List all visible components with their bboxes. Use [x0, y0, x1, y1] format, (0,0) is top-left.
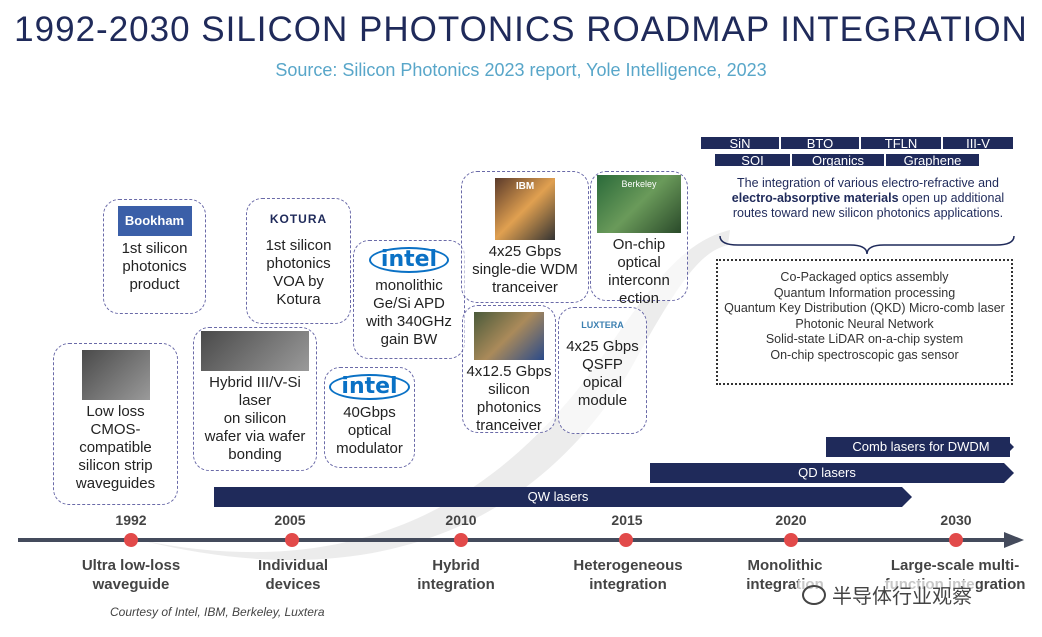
timeline-dot-2005	[285, 533, 299, 547]
milestone-text: On-chip optical interconn ection	[608, 236, 670, 307]
milestone-text: 1st silicon photonics VOA by Kotura	[265, 237, 332, 308]
luxtera-logo: LUXTERA	[581, 320, 624, 330]
comb-lasers-bar: Comb lasers for DWDM	[826, 437, 1010, 457]
integration-description: The integration of various electro-refra…	[731, 176, 1005, 220]
intel-logo: intel	[325, 374, 414, 400]
application-item: Quantum Information processing	[773, 285, 956, 300]
page-subtitle: Source: Silicon Photonics 2023 report, Y…	[275, 60, 767, 80]
milestone-waveguides: Low loss CMOS- compatible silicon strip …	[53, 343, 178, 505]
qd-lasers-bar: QD lasers	[650, 463, 1004, 483]
kotura-logo: KOTURA	[269, 212, 328, 226]
milestone-text: 4x25 Gbps QSFP opical module	[566, 338, 639, 409]
qw-bar-arrowhead	[902, 487, 912, 507]
milestone-wdm: IBM 4x25 Gbps single-die WDM tranceiver	[461, 171, 589, 303]
milestone-text: Hybrid III/V-Si laser on silicon wafer v…	[204, 374, 306, 463]
material-bto: BTO	[780, 136, 860, 151]
bookham-logo: Bookham	[117, 206, 192, 236]
waveguide-micrograph	[81, 350, 150, 400]
milestone-text: Low loss CMOS- compatible silicon strip …	[75, 403, 156, 492]
timeline-dot-2015	[619, 533, 633, 547]
material-organics: Organics	[791, 153, 885, 168]
timeline-dot-1992	[124, 533, 138, 547]
era-heterogeneous: Heterogeneous integration	[573, 557, 683, 593]
application-item: On-chip spectroscopic gas sensor	[770, 347, 959, 362]
era-ultra-low-loss: Ultra low-loss waveguide	[81, 557, 181, 593]
year-2010: 2010	[445, 512, 477, 528]
watermark-text: 半导体行业观察	[832, 586, 972, 608]
courtesy-note: Courtesy of Intel, IBM, Berkeley, Luxter…	[110, 605, 325, 619]
milestone-qsfp: LUXTERA 4x25 Gbps QSFP opical module	[558, 307, 647, 434]
brace	[719, 235, 1015, 255]
hybrid-laser-micrograph	[201, 331, 309, 371]
page-title: 1992-2030 SILICON PHOTONICS ROADMAP INTE…	[14, 10, 1028, 49]
milestone-hybrid: Hybrid III/V-Si laser on silicon wafer v…	[193, 327, 317, 471]
milestone-text: 40Gbps optical modulator	[336, 404, 403, 457]
application-item: Co-Packaged optics assembly	[780, 270, 949, 284]
milestone-text: 4x25 Gbps single-die WDM tranceiver	[472, 243, 578, 296]
timeline-axis	[18, 532, 1024, 548]
ibm-chip-photo: IBM	[495, 178, 555, 240]
transceiver-photo	[474, 312, 544, 360]
wechat-icon	[802, 584, 826, 605]
year-2020: 2020	[775, 512, 807, 528]
comb-bar-arrowhead	[1004, 437, 1014, 457]
year-2030: 2030	[940, 512, 972, 528]
material-tfln: TFLN	[860, 136, 942, 151]
milestone-text: 1st silicon photonics product	[121, 240, 188, 293]
application-item: Quantum Key Distribution (QKD) Micro-com…	[724, 301, 1005, 315]
intel-logo: intel	[354, 247, 464, 273]
milestone-interconnection: Berkeley On-chip optical interconn ectio…	[590, 171, 688, 307]
material-iii-v: III-V	[942, 136, 1014, 151]
material-sin: SiN	[700, 136, 780, 151]
timeline-dot-2010	[454, 533, 468, 547]
era-hybrid: Hybrid integration	[417, 557, 495, 593]
milestone-apd: intel monolithic Ge/Si APD with 340GHz g…	[353, 240, 465, 359]
milestone-bookham: Bookham 1st silicon photonics product	[103, 199, 206, 314]
milestone-text: monolithic Ge/Si APD with 340GHz gain BW	[366, 277, 452, 348]
timeline-dot-2030	[949, 533, 963, 547]
qw-lasers-bar: QW lasers	[214, 487, 902, 507]
application-item: Solid-state LiDAR on-a-chip system	[765, 332, 964, 346]
milestone-transceiver: 4x12.5 Gbps silicon photonics tranceiver	[462, 305, 556, 434]
milestone-text: 4x12.5 Gbps silicon photonics tranceiver	[466, 363, 552, 434]
watermark: 半导体行业观察	[798, 580, 976, 609]
year-2005: 2005	[274, 512, 306, 528]
milestone-kotura: KOTURA 1st silicon photonics VOA by Kotu…	[246, 198, 351, 324]
year-2015: 2015	[611, 512, 643, 528]
year-1992: 1992	[115, 512, 147, 528]
milestone-modulator: intel 40Gbps optical modulator	[324, 367, 415, 468]
applications-box: Co-Packaged optics assembly Quantum Info…	[716, 259, 1013, 385]
material-soi: SOI	[714, 153, 791, 168]
berkeley-chip-photo: Berkeley	[597, 175, 681, 233]
timeline-dot-2020	[784, 533, 798, 547]
application-item: Photonic Neural Network	[795, 316, 934, 331]
material-graphene: Graphene	[885, 153, 980, 168]
qd-bar-arrowhead	[1004, 463, 1014, 483]
era-individual-devices: Individual devices	[257, 557, 328, 593]
